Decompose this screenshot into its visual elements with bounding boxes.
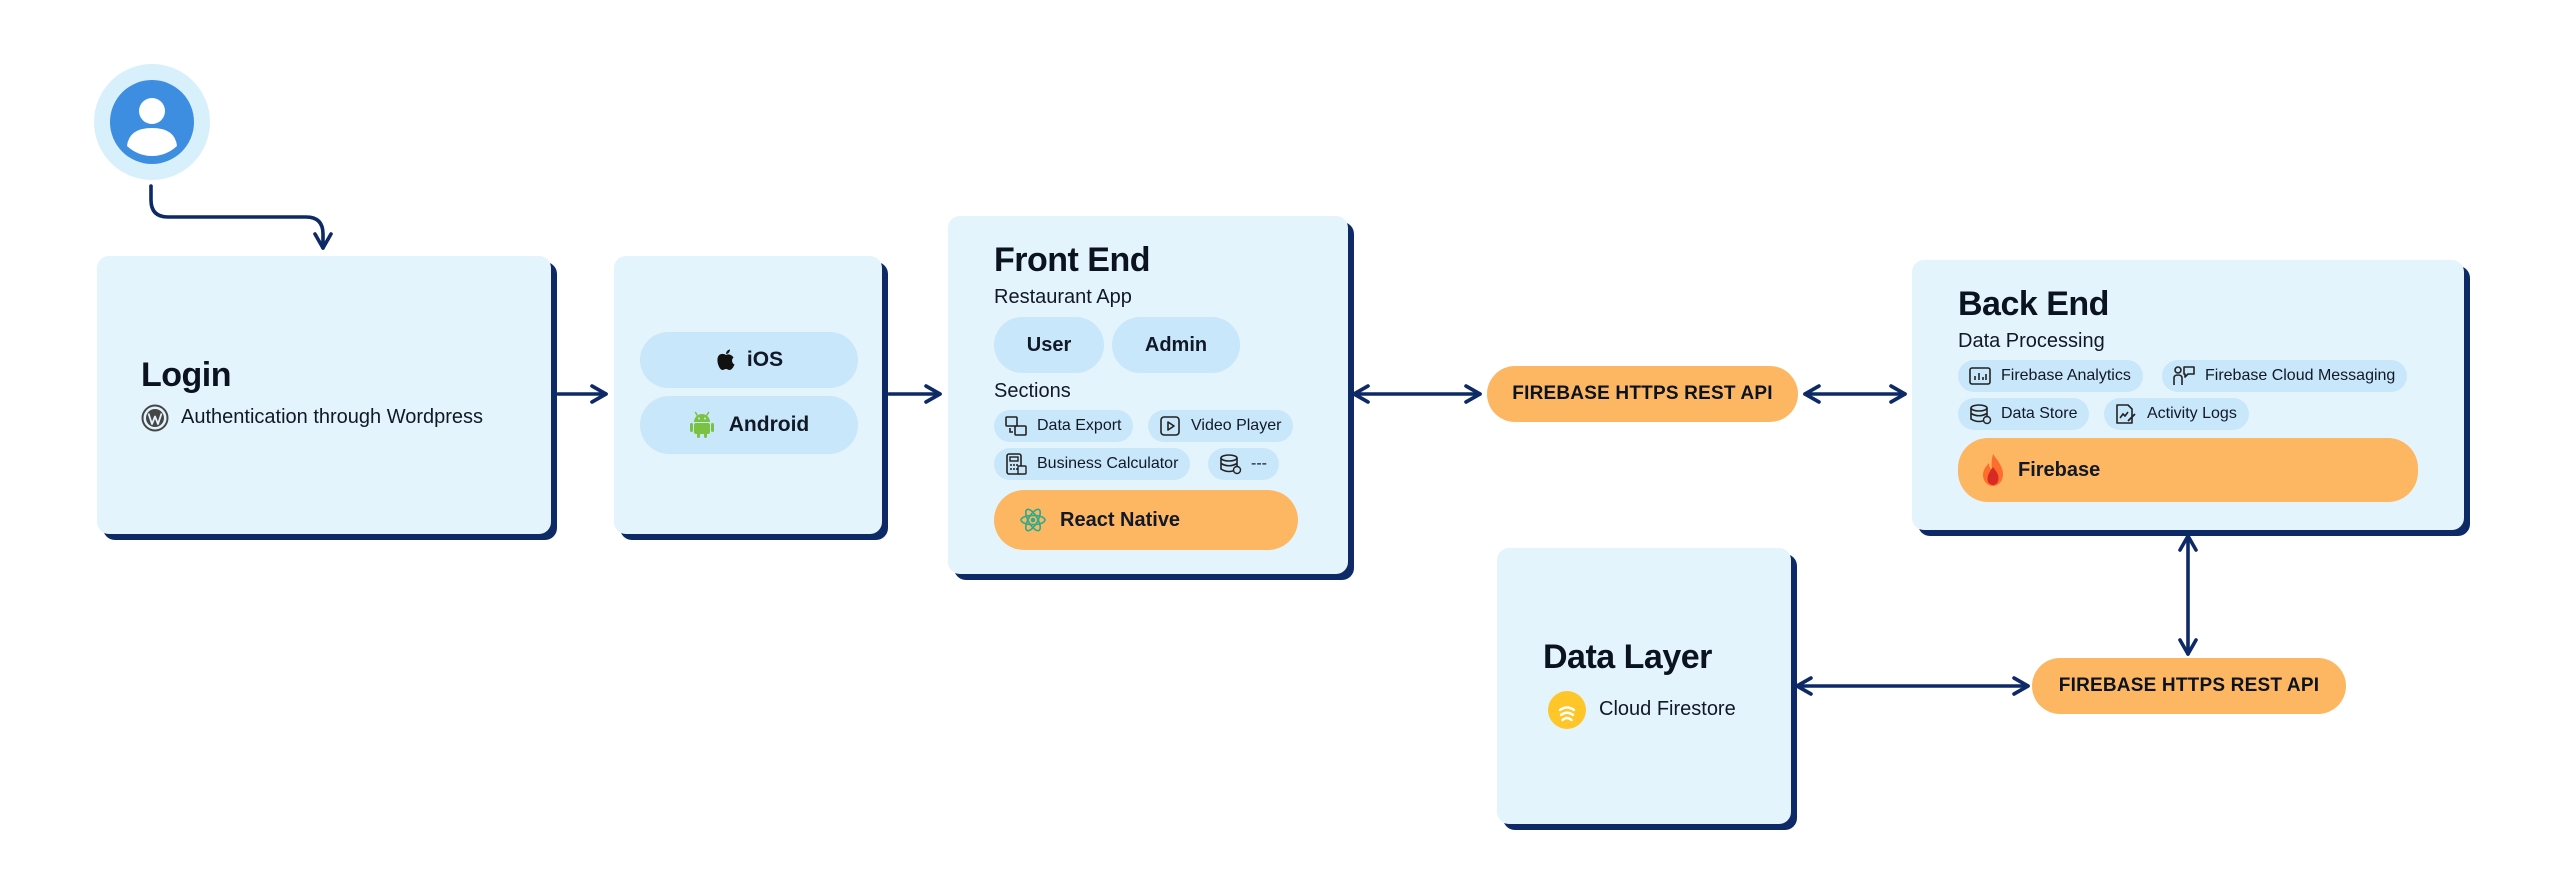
sections-label: Sections (994, 380, 1071, 402)
service-data-store[interactable]: Data Store (1958, 398, 2090, 430)
section-video-player[interactable]: Video Player (1148, 410, 1294, 442)
firebase-icon (1983, 454, 2003, 486)
section-data-export[interactable]: Data Export (994, 410, 1134, 442)
datalayer-title: Data Layer (1543, 638, 1712, 676)
platform-firebase[interactable]: Firebase (1958, 438, 2418, 502)
platform-android-label: Android (728, 413, 810, 436)
api-pill-backend-datalayer[interactable]: FIREBASE HTTPS REST API (2032, 658, 2346, 714)
data-export-icon (1005, 416, 1027, 436)
api-pill-frontend-backend[interactable]: FIREBASE HTTPS REST API (1487, 366, 1798, 422)
datalayer-store-label: Cloud Firestore (1599, 698, 1736, 720)
service-activity-logs-label: Activity Logs (2147, 405, 2237, 422)
platforms-card: iOS Android (614, 256, 882, 534)
activity-logs-icon (2116, 404, 2136, 424)
calculator-icon (1006, 453, 1027, 475)
role-user-pill[interactable]: User (994, 317, 1104, 373)
frontend-title: Front End (994, 241, 1151, 279)
service-firebase-cloud-messaging-label: Firebase Cloud Messaging (2205, 367, 2396, 384)
data-store-icon (1970, 404, 1992, 425)
frontend-subtitle: Restaurant App (994, 286, 1132, 308)
backend-title: Back End (1958, 285, 2109, 323)
frontend-card: Front End Restaurant App User Admin Sect… (948, 216, 1348, 574)
database-icon (1220, 454, 1242, 475)
section-placeholder[interactable]: --- (1208, 448, 1279, 480)
user-avatar (94, 64, 210, 180)
platform-android-pill[interactable]: Android (640, 396, 858, 454)
platform-ios-pill[interactable]: iOS (640, 332, 858, 388)
framework-react-native[interactable]: React Native (994, 490, 1298, 550)
section-data-export-label: Data Export (1037, 417, 1122, 434)
section-placeholder-label: --- (1251, 455, 1267, 472)
role-user-label: User (1026, 333, 1072, 356)
backend-subtitle: Data Processing (1958, 330, 2105, 352)
platform-firebase-label: Firebase (2018, 458, 2101, 481)
section-business-calculator[interactable]: Business Calculator (994, 448, 1191, 480)
datalayer-card: Data Layer Cloud Firestore (1497, 548, 1791, 824)
login-title: Login (141, 356, 232, 394)
video-player-icon (1160, 416, 1180, 436)
react-icon (1020, 508, 1046, 532)
role-admin-label: Admin (1144, 333, 1208, 356)
api-pill-backend-datalayer-label: FIREBASE HTTPS REST API (2058, 675, 2320, 696)
service-data-store-label: Data Store (2001, 405, 2078, 422)
service-firebase-analytics-label: Firebase Analytics (2001, 367, 2131, 384)
user-to-login-arrow (149, 184, 333, 250)
analytics-icon (1969, 367, 1991, 385)
wordpress-icon (141, 404, 169, 432)
service-firebase-cloud-messaging[interactable]: Firebase Cloud Messaging (2162, 360, 2408, 392)
login-card: Login Authentication through Wordpress (97, 256, 551, 534)
messaging-icon (2173, 366, 2195, 385)
backend-card: Back End Data Processing Firebase Analyt… (1912, 260, 2464, 530)
framework-react-native-label: React Native (1060, 508, 1181, 531)
section-business-calculator-label: Business Calculator (1037, 455, 1179, 472)
user-avatar-icon (110, 80, 194, 164)
login-subtitle: Authentication through Wordpress (181, 406, 484, 428)
role-admin-pill[interactable]: Admin (1112, 317, 1240, 373)
firestore-icon (1548, 691, 1586, 729)
service-firebase-analytics[interactable]: Firebase Analytics (1958, 360, 2143, 392)
api-pill-frontend-backend-label: FIREBASE HTTPS REST API (1512, 383, 1773, 404)
section-video-player-label: Video Player (1191, 417, 1282, 434)
android-icon (689, 411, 714, 438)
platform-ios-label: iOS (746, 348, 784, 371)
apple-icon (717, 349, 735, 370)
service-activity-logs[interactable]: Activity Logs (2104, 398, 2249, 430)
